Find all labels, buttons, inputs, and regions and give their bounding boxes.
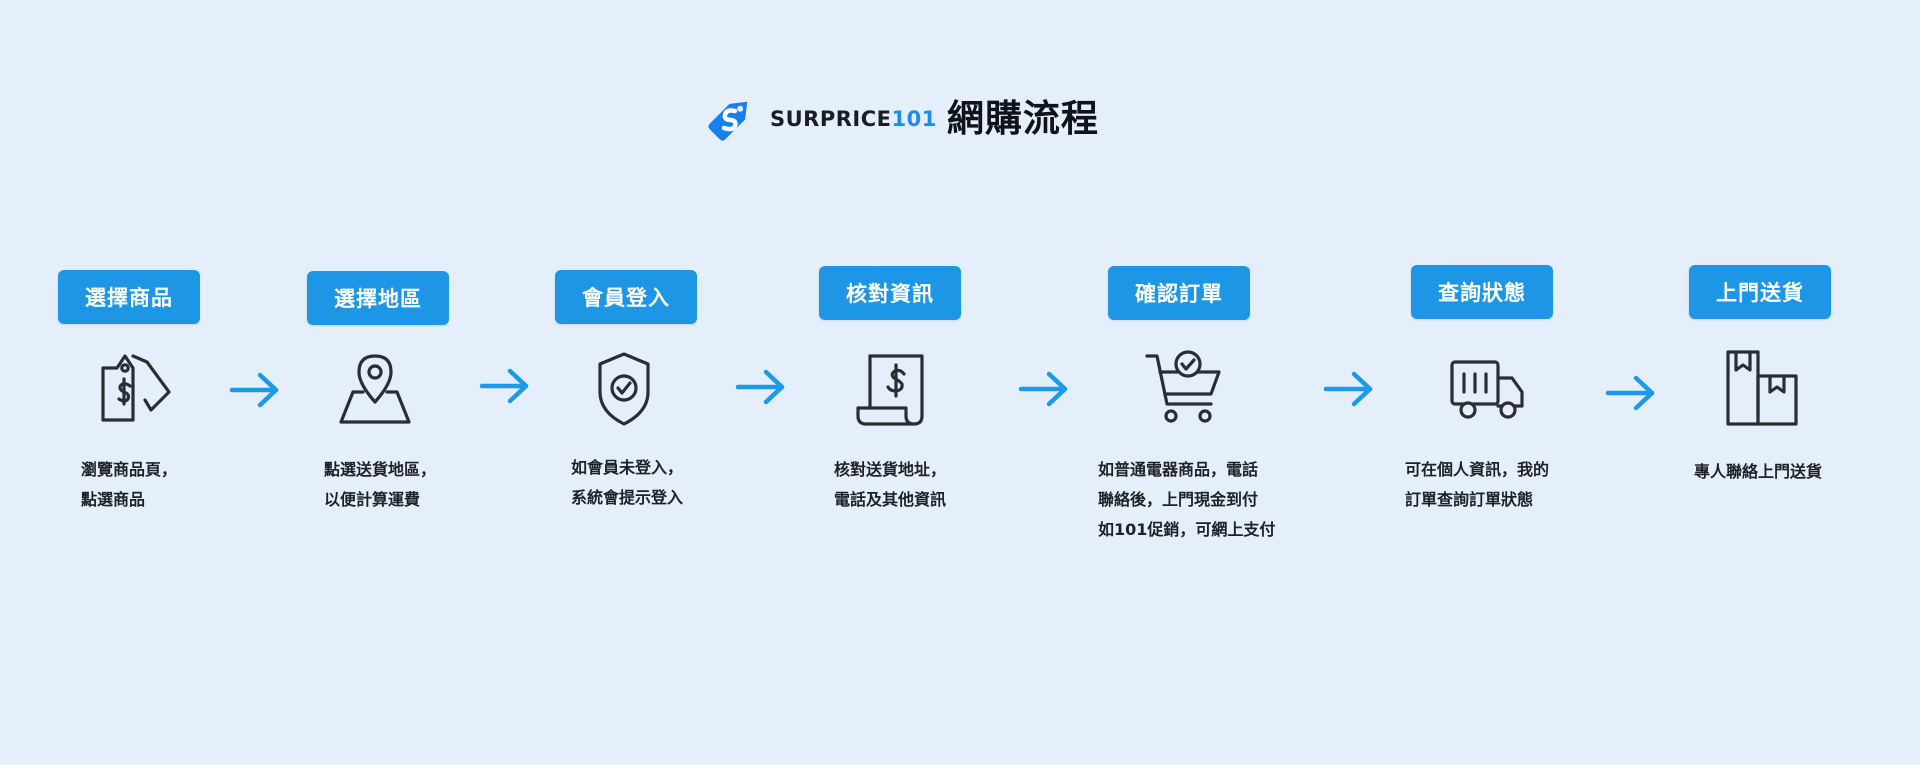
step-description: 核對送貨地址， 電話及其他資訊 [834, 455, 946, 515]
page-title: 網購流程 [946, 96, 1099, 140]
shield-check-icon [598, 352, 650, 426]
description-line: 如會員未登入， [571, 458, 684, 477]
description-line: 可在個人資訊，我的 [1405, 460, 1550, 479]
description-line: 聯絡後，上門現金到付 [1098, 490, 1259, 509]
arrow-right-icon [1605, 375, 1655, 411]
arrow-right-icon [1018, 371, 1068, 407]
step-description: 可在個人資訊，我的 訂單查詢訂單狀態 [1405, 455, 1549, 515]
description-line: 如101促銷，可網上支付 [1098, 520, 1276, 539]
step-label: 選擇地區 [307, 271, 449, 325]
description-line: 瀏覽商品頁， [81, 460, 178, 479]
step-description: 如會員未登入， 系統會提示登入 [571, 453, 683, 513]
step-label: 上門送貨 [1689, 265, 1831, 319]
description-line: 訂單查詢訂單狀態 [1405, 490, 1534, 509]
description-line: 點選送貨地區， [324, 460, 437, 479]
step-label: 核對資訊 [819, 266, 961, 320]
description-line: 以便計算運費 [324, 490, 421, 509]
description-line: 點選商品 [81, 490, 146, 509]
header: SURPRICE101 網購流程 [700, 86, 1099, 150]
map-pin-icon [339, 354, 411, 424]
package-box-icon [1726, 350, 1798, 426]
step-label: 會員登入 [555, 270, 697, 324]
price-tag-logo-icon [708, 101, 748, 141]
step-label: 選擇商品 [58, 270, 200, 324]
description-line: 電話及其他資訊 [834, 490, 947, 509]
description-line: 如普通電器商品，電話 [1098, 460, 1259, 479]
arrow-right-icon [229, 372, 279, 408]
price-tags-icon [101, 354, 171, 422]
step-description: 瀏覽商品頁， 點選商品 [81, 455, 177, 515]
receipt-dollar-icon [856, 354, 924, 426]
step-label: 確認訂單 [1108, 266, 1250, 320]
step-description: 專人聯絡上門送貨 [1694, 457, 1822, 487]
brand-number: 101 [891, 107, 937, 131]
arrow-right-icon [735, 369, 785, 405]
brand-name: SURPRICE101 [770, 106, 937, 130]
arrow-right-icon [479, 368, 529, 404]
step-label: 查詢狀態 [1411, 265, 1553, 319]
description-line: 系統會提示登入 [571, 488, 684, 507]
brand-name-letters: SURPRICE [770, 107, 892, 131]
step-description: 點選送貨地區， 以便計算運費 [324, 455, 436, 515]
description-line: 專人聯絡上門送貨 [1694, 462, 1823, 481]
description-line: 核對送貨地址， [834, 460, 947, 479]
delivery-truck-icon [1450, 360, 1524, 419]
step-description: 如普通電器商品，電話 聯絡後，上門現金到付 如101促銷，可網上支付 [1098, 455, 1275, 545]
cart-check-icon [1145, 350, 1221, 423]
arrow-right-icon [1323, 371, 1373, 407]
